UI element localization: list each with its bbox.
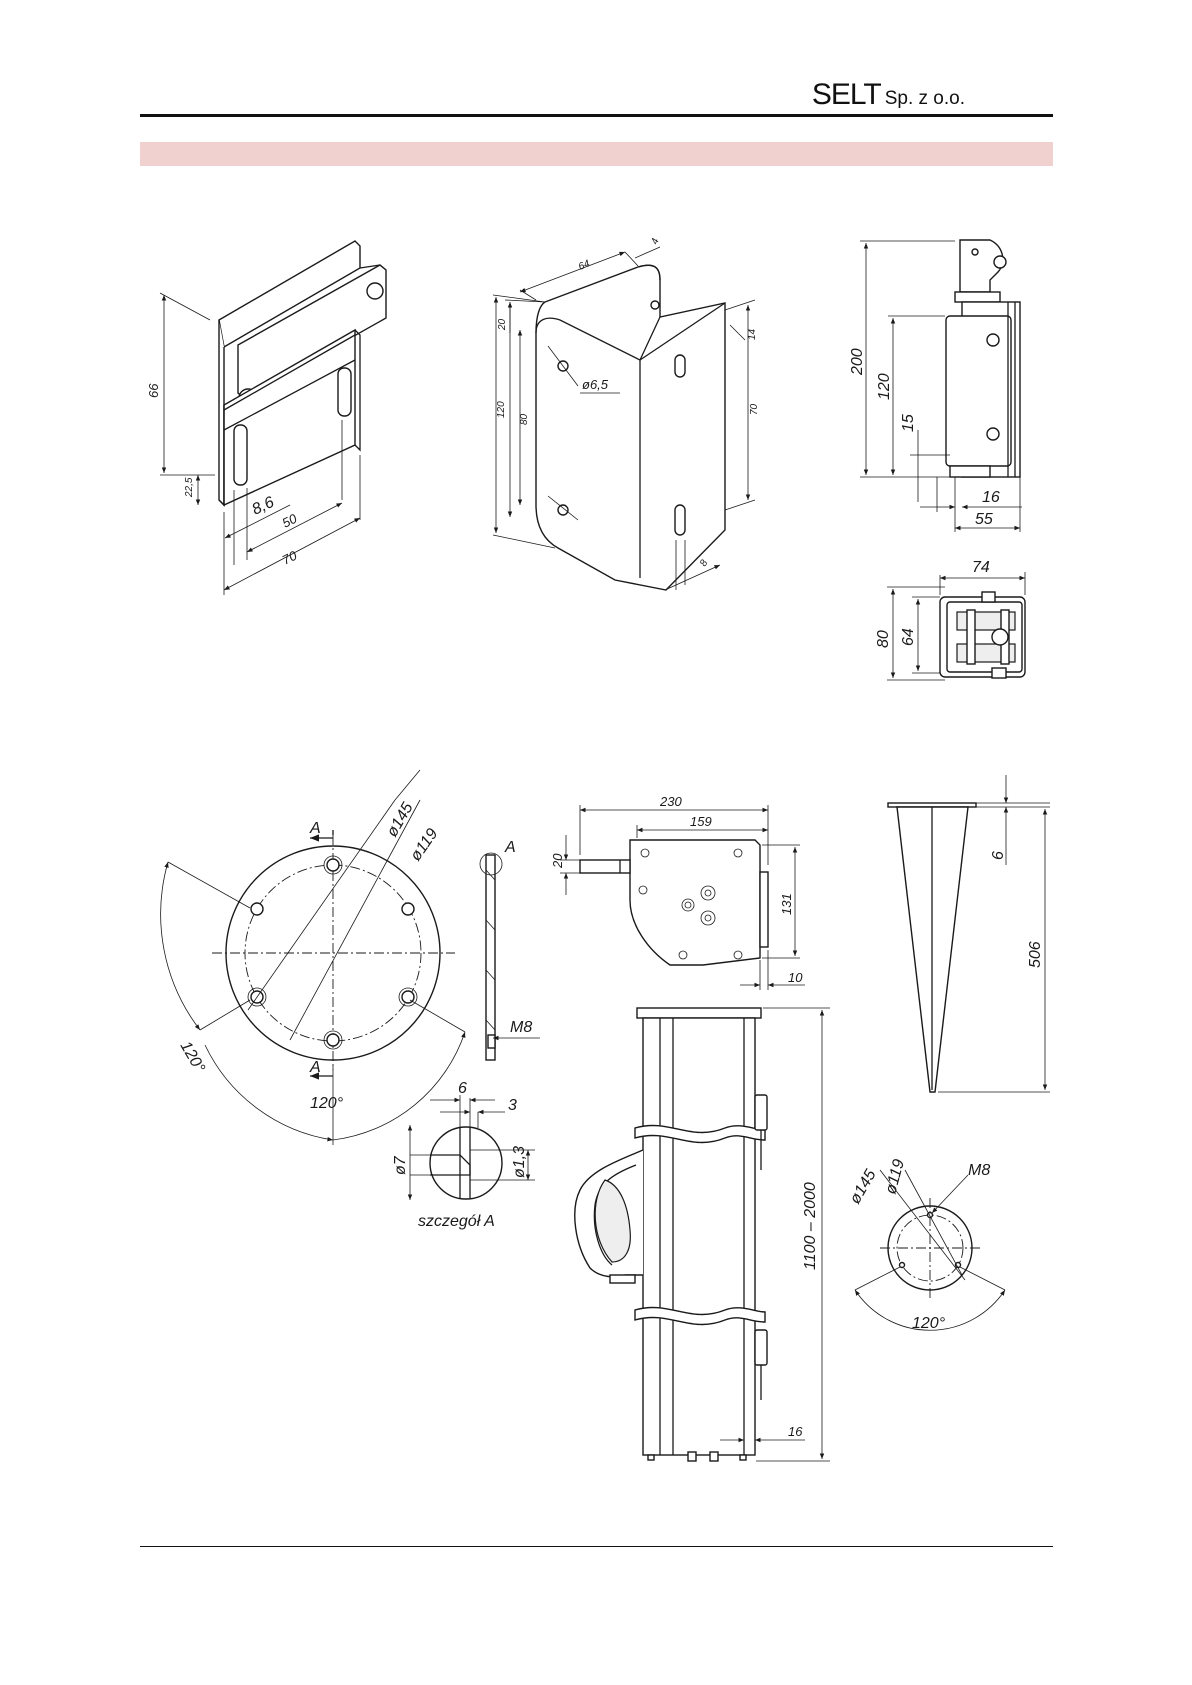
dim-8: 8: [698, 558, 711, 569]
small-dim-145: ø145: [847, 1167, 880, 1207]
dim-6: 6: [990, 851, 1007, 860]
dim-4: 4: [649, 237, 661, 246]
dim-64: 64: [900, 628, 917, 646]
base-plate-view: ø145 ø119 A A 120° 120°: [161, 770, 465, 1145]
dim-22-5: 22,5: [184, 477, 195, 498]
dim-length: 1100 – 2000: [802, 1182, 819, 1270]
mount-top-view: 74 80 64: [875, 559, 1025, 680]
dim-66: 66: [146, 383, 161, 398]
plate-section-view: A M8: [480, 839, 540, 1060]
dim-phi-1-3: ø1,3: [511, 1146, 528, 1178]
dim-phi-7: ø7: [392, 1155, 409, 1175]
small-angle-120: 120°: [912, 1315, 946, 1332]
dim-20: 20: [550, 853, 565, 869]
dim-80: 80: [519, 413, 530, 425]
dim-74: 74: [972, 559, 990, 576]
u-bracket-isometric-view: ø6,5 64 4 20 80 120 70 14 8: [493, 237, 760, 590]
column-side-view: 1100 – 2000 16: [575, 1008, 830, 1461]
section-a-label: A: [504, 839, 516, 856]
dim-200: 200: [849, 348, 866, 376]
dim-119: ø119: [407, 826, 441, 865]
dim-506: 506: [1027, 941, 1044, 968]
dim-55: 55: [975, 511, 993, 528]
dim-6: 6: [458, 1080, 467, 1097]
thread-m8: M8: [510, 1019, 532, 1036]
section-mark-a-bottom: A: [309, 1059, 321, 1076]
small-plate-view: ø145 ø119 M8 120°: [847, 1157, 1005, 1332]
bracket-isometric-view: 66 22,5 8,6 50 70: [146, 241, 386, 595]
mount-side-view: 200 120 15 16 55: [849, 240, 1022, 532]
dim-hole-6-5: ø6,5: [582, 377, 609, 392]
dim-120: 120: [496, 401, 507, 418]
dim-16: 16: [788, 1424, 803, 1439]
dim-3: 3: [508, 1097, 517, 1114]
ground-spike-view: 6 506: [888, 775, 1050, 1092]
dim-15: 15: [900, 414, 917, 432]
dim-10: 10: [788, 970, 803, 985]
dim-70: 70: [280, 547, 300, 567]
dim-20: 20: [497, 318, 508, 331]
small-dim-119: ø119: [882, 1157, 908, 1196]
dim-8-6: 8,6: [250, 494, 277, 519]
dim-16: 16: [982, 489, 1000, 506]
angle-120-bottom: 120°: [310, 1095, 344, 1112]
dim-120: 120: [876, 373, 893, 400]
dim-80: 80: [875, 630, 892, 648]
dim-230: 230: [659, 794, 682, 809]
head-top-view: 230 159 20 131 10: [550, 794, 805, 990]
dim-145: ø145: [384, 800, 417, 840]
dim-131: 131: [779, 893, 794, 915]
small-thread-m8: M8: [968, 1162, 990, 1179]
dim-64: 64: [577, 258, 592, 273]
dim-70: 70: [749, 403, 760, 415]
angle-120-left: 120°: [177, 1039, 209, 1077]
dim-50: 50: [280, 510, 300, 530]
detail-a-view: ø7 ø1,3 6 3 szczegół A: [392, 1080, 535, 1230]
dim-14: 14: [747, 328, 758, 340]
dim-159: 159: [690, 814, 712, 829]
detail-a-caption: szczegół A: [418, 1213, 495, 1230]
section-mark-a-top: A: [309, 820, 321, 837]
